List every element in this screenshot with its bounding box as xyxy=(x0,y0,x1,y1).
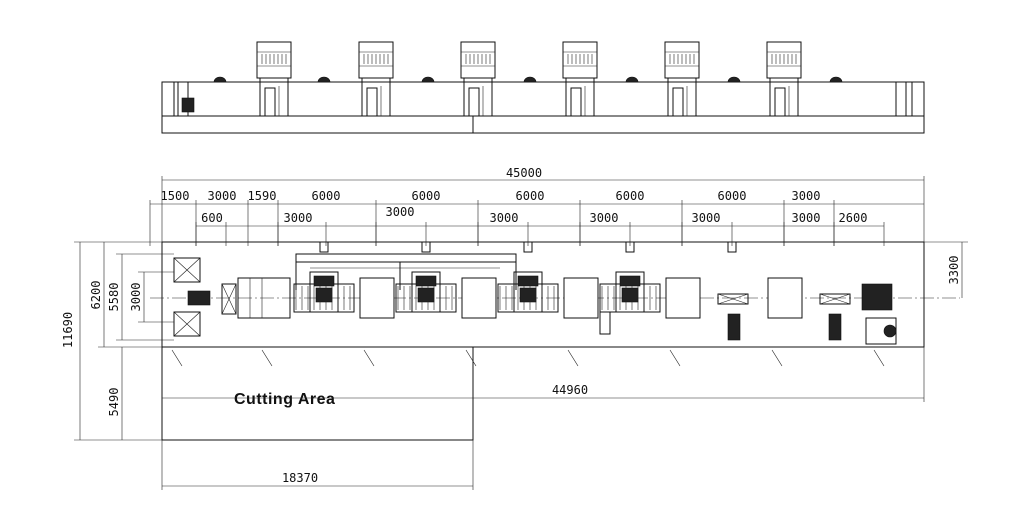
dim-right-3300: 3300 xyxy=(947,256,961,285)
dome-bump xyxy=(727,76,741,83)
hatch-tick xyxy=(873,349,885,367)
hatch-tick xyxy=(669,349,681,367)
elevation-view xyxy=(161,41,925,134)
tooling-box xyxy=(461,277,497,319)
tooling-box xyxy=(563,277,599,319)
drawing-stroke xyxy=(672,87,684,117)
rail-marker xyxy=(319,241,329,253)
dim-row2-3: 3000 xyxy=(490,211,519,225)
dome-bump xyxy=(317,76,331,83)
press-body xyxy=(565,77,595,117)
dim-row1-0: 1500 xyxy=(161,189,190,203)
dome-bump xyxy=(625,76,639,83)
hatch-tick xyxy=(261,349,273,367)
drawing-stroke xyxy=(519,287,537,303)
tooling-box xyxy=(359,277,395,319)
dome-bump xyxy=(213,76,227,83)
cutting-area-label: Cutting Area xyxy=(234,391,335,408)
drawing-stroke xyxy=(570,87,582,117)
dim-height-3000: 3000 xyxy=(129,283,143,312)
press-body xyxy=(259,77,289,117)
press-body xyxy=(463,77,493,117)
hatch-tick xyxy=(171,349,183,367)
drawing-stroke xyxy=(417,287,435,303)
drawing-stroke xyxy=(366,87,378,117)
dim-row1-6: 6000 xyxy=(616,189,645,203)
drawing-stroke xyxy=(315,287,333,303)
dim-row2-4: 3000 xyxy=(590,211,619,225)
press-body xyxy=(667,77,697,117)
press-body xyxy=(361,77,391,117)
dimensions: 45000 1500 3000 1590 6000 6000 6000 6000… xyxy=(61,166,968,490)
hatch-tick xyxy=(363,349,375,367)
drawing-stroke xyxy=(415,275,437,287)
dim-row1-8: 3000 xyxy=(792,189,821,203)
dome-bump xyxy=(421,76,435,83)
drawing-stroke xyxy=(517,275,539,287)
dim-row1-4: 6000 xyxy=(412,189,441,203)
dim-row2-7: 2600 xyxy=(839,211,868,225)
dim-row2-6: 3000 xyxy=(792,211,821,225)
dim-row2-2: 3000 xyxy=(386,205,415,219)
dim-row1-2: 1590 xyxy=(248,189,277,203)
dim-row1-7: 6000 xyxy=(718,189,747,203)
hatch-tick xyxy=(771,349,783,367)
dim-bottom-length: 44960 xyxy=(552,383,588,397)
drawing-stroke xyxy=(619,275,641,287)
drawing-stroke xyxy=(774,87,786,117)
dim-row1-3: 6000 xyxy=(312,189,341,203)
dim-row1-5: 6000 xyxy=(516,189,545,203)
dim-total-height: 11690 xyxy=(61,312,75,348)
tooling-box xyxy=(665,277,701,319)
plan-view: Cutting Area xyxy=(150,241,960,441)
hatch-tick xyxy=(567,349,579,367)
hatch-tick xyxy=(465,349,477,367)
dome-bump xyxy=(829,76,843,83)
dim-cutting-length: 18370 xyxy=(282,471,318,485)
line-outline xyxy=(161,241,925,348)
dim-height-5490: 5490 xyxy=(107,388,121,417)
cutting-area-outline xyxy=(161,346,474,441)
dim-row2-1: 3000 xyxy=(284,211,313,225)
press-body xyxy=(769,77,799,117)
drawing-stroke xyxy=(313,275,335,287)
drawing-stroke xyxy=(264,87,276,117)
dome-bump xyxy=(523,76,537,83)
dim-total-length: 45000 xyxy=(506,166,542,180)
tooling-box xyxy=(767,277,803,319)
drawing-stroke xyxy=(621,287,639,303)
dim-height-6200: 6200 xyxy=(89,281,103,310)
dim-row1-1: 3000 xyxy=(208,189,237,203)
dim-height-5580: 5580 xyxy=(107,283,121,312)
dim-row2-0: 600 xyxy=(201,211,223,225)
drawing-stroke xyxy=(468,87,480,117)
dim-row2-5: 3000 xyxy=(692,211,721,225)
